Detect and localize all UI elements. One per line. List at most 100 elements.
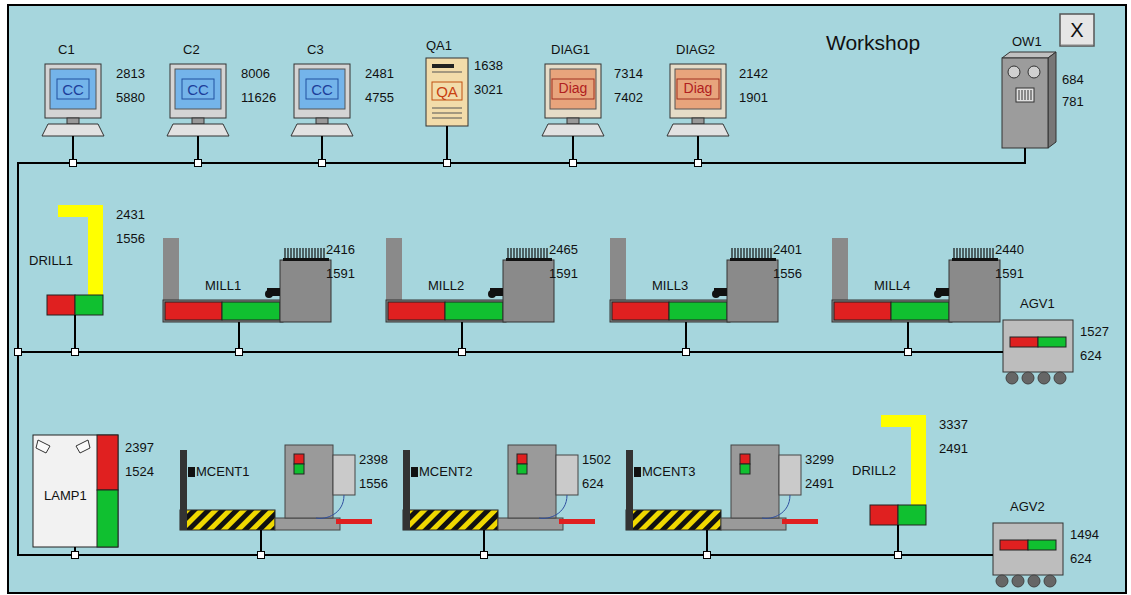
counter-value: 2398 (359, 452, 388, 467)
tap-line (238, 322, 240, 325)
grille-slot (1019, 90, 1020, 100)
agv-wheel (1044, 575, 1056, 587)
status-red (1010, 337, 1038, 347)
mill-base (163, 300, 283, 322)
qa-device: QA1QA16383021 (410, 36, 520, 156)
tap-line (446, 126, 448, 156)
mill-base (610, 300, 730, 322)
junction-square (15, 349, 22, 356)
counter-value: 1494 (1070, 527, 1099, 542)
counter-value: 684 (1062, 72, 1084, 87)
mill-column (386, 238, 402, 302)
network-cable (75, 323, 239, 352)
drill-column (911, 415, 926, 505)
device-name: AGV2 (1010, 499, 1045, 514)
counter-value: 11626 (241, 90, 276, 105)
device-name: MCENT1 (196, 464, 249, 479)
device-name: AGV1 (1020, 296, 1055, 311)
counter-value: 3299 (805, 452, 834, 467)
agv-wheel (1006, 372, 1018, 384)
mill-head (949, 260, 1000, 322)
lamp-device: LAMP123971524 (30, 432, 165, 550)
counter-value: 1556 (359, 476, 388, 491)
network-cable (573, 156, 698, 163)
name-marker (411, 467, 418, 477)
device-name: DRILL2 (852, 463, 896, 478)
counter-value: 1638 (474, 58, 503, 73)
status-green (740, 464, 750, 474)
device-name: MCENT3 (642, 464, 695, 479)
agv-icon (988, 495, 1113, 590)
screen-box (306, 79, 338, 99)
counter-value: 2481 (365, 66, 394, 81)
network-cable (908, 325, 998, 352)
agv-body (1003, 320, 1073, 372)
status-red (294, 454, 304, 464)
junction-square (444, 160, 451, 167)
agv-device: AGV11527624 (998, 292, 1123, 387)
tap-line (907, 322, 909, 325)
device-name: MILL3 (652, 278, 688, 293)
cabinet-dial (1008, 66, 1020, 78)
machine-housing (731, 445, 779, 518)
tap-line (461, 322, 463, 325)
monitor-neck (192, 118, 204, 124)
counter-value: 1524 (125, 464, 154, 479)
junction-square (258, 552, 265, 559)
mill-device: MILL424401591 (828, 230, 1033, 325)
mcent-device: MCENT21502624 (399, 440, 624, 532)
diag-icon (538, 40, 663, 156)
tap-line (897, 525, 899, 533)
network-cable (686, 325, 908, 352)
monitor-screen (299, 69, 345, 109)
mill-head (280, 260, 331, 322)
counter-value: 1556 (116, 231, 145, 246)
counter-value: 8006 (241, 66, 270, 81)
mill-fin-bar (730, 258, 776, 261)
status-red (388, 302, 445, 320)
mill-device: MILL324011556 (606, 230, 811, 325)
status-red (612, 302, 669, 320)
network-cable (698, 156, 998, 163)
bed-extension (275, 518, 340, 530)
counter-value: 2401 (773, 242, 802, 257)
counter-value: 7314 (614, 66, 643, 81)
icon-label: CC (311, 81, 333, 98)
cabinet-side (1048, 52, 1056, 148)
counter-value: 3021 (474, 82, 503, 97)
monitor-foot (291, 124, 353, 136)
monitor-foot (542, 124, 604, 136)
agv-wheel (996, 575, 1008, 587)
mill-chuck (934, 290, 942, 298)
cabinet-dial (1028, 66, 1040, 78)
cabinet-grille (1016, 88, 1034, 102)
machine-cable (762, 495, 790, 518)
tap-line (74, 547, 76, 550)
tap-line (685, 322, 687, 325)
close-button-shadow (1061, 45, 1093, 46)
status-green (669, 302, 727, 320)
mon-device: C1CC28135880 (38, 40, 163, 156)
window-title: Workshop (826, 31, 920, 55)
junction-square (72, 552, 79, 559)
machine-motor (556, 455, 578, 495)
mill-fin-bar (283, 258, 329, 261)
tap-line (72, 136, 74, 156)
counter-value: 1591 (326, 266, 355, 281)
drill-column (88, 205, 103, 295)
mon-device: C3CC24814755 (287, 40, 412, 156)
status-green (222, 302, 280, 320)
machine-housing (285, 445, 333, 518)
machine-cable (539, 495, 567, 518)
status-red (97, 435, 118, 490)
status-red (870, 505, 898, 525)
network-cable (447, 156, 573, 163)
agv-icon (998, 292, 1123, 387)
hatched-bed (626, 510, 721, 530)
status-green (1038, 337, 1066, 347)
monitor-screen (175, 69, 221, 109)
mill-head (727, 260, 778, 322)
document-body (426, 58, 468, 126)
lamp-bulb (36, 440, 50, 453)
